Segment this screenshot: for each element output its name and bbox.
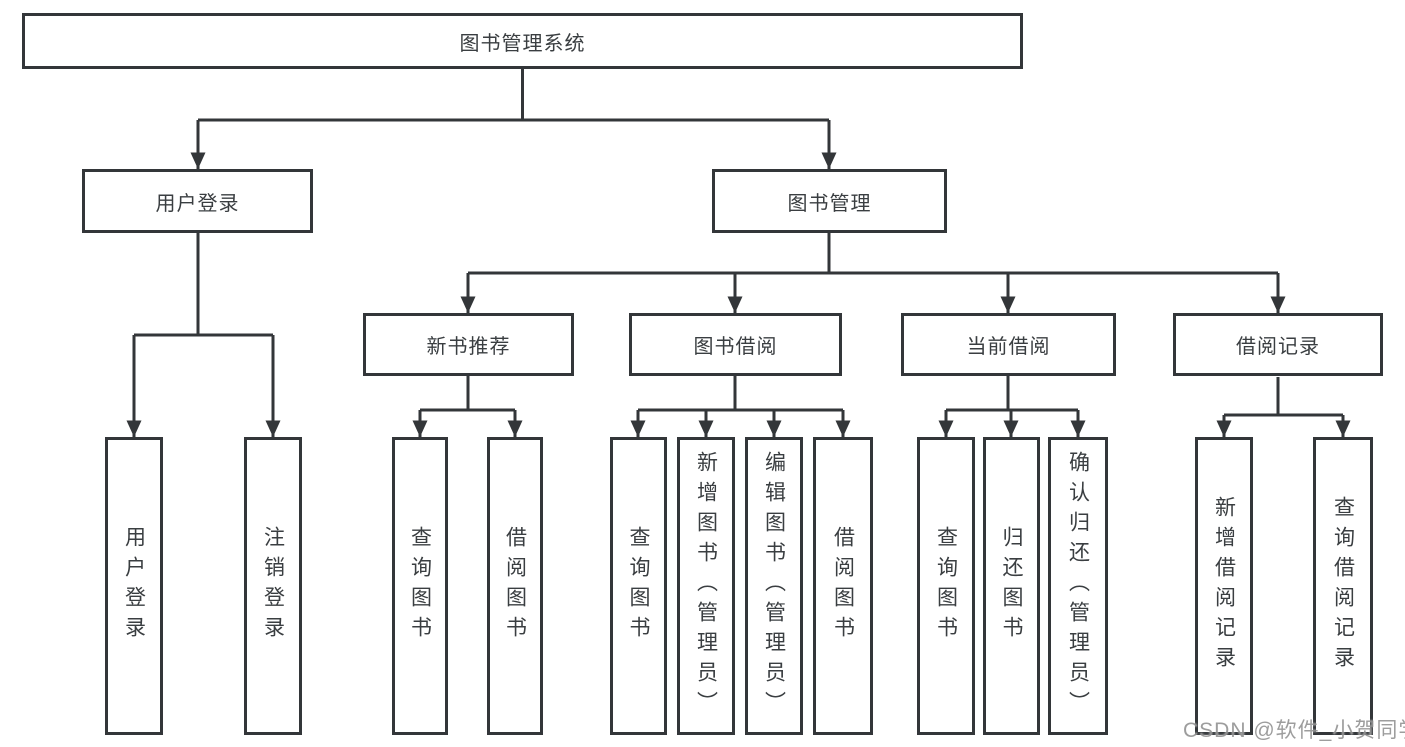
csdn-watermark: CSDN @软件_小贺同学	[1183, 719, 1405, 742]
node-book-borrow: 图书借阅	[629, 313, 842, 376]
leaf-borrow-query-books: 查询图书	[610, 437, 667, 735]
leaf-edit-books-admin-label: 编辑图书（管理员）	[762, 451, 786, 721]
leaf-borrow-query-books-label: 查询图书	[627, 526, 650, 646]
leaf-add-borrow-record-label: 新增借阅记录	[1212, 496, 1236, 676]
leaf-recommend-borrow-books: 借阅图书	[487, 437, 543, 735]
leaf-edit-books-admin: 编辑图书（管理员）	[745, 437, 803, 735]
leaf-user-login: 用户登录	[105, 437, 163, 735]
leaf-confirm-return-admin-label: 确认归还（管理员）	[1066, 451, 1090, 721]
leaf-recommend-query-books-label: 查询图书	[408, 526, 432, 646]
node-system-label: 图书管理系统	[459, 32, 586, 55]
leaf-confirm-return-admin: 确认归还（管理员）	[1048, 437, 1108, 735]
leaf-borrow-books-label: 借阅图书	[831, 526, 855, 646]
leaf-add-books-admin-label: 新增图书（管理员）	[694, 451, 718, 721]
leaf-current-query-books-label: 查询图书	[934, 526, 958, 646]
leaf-recommend-borrow-books-label: 借阅图书	[503, 526, 527, 646]
leaf-recommend-query-books: 查询图书	[392, 437, 448, 735]
leaf-return-books-label: 归还图书	[1000, 526, 1023, 646]
leaf-user-login-label: 用户登录	[122, 526, 146, 646]
node-system: 图书管理系统	[22, 13, 1023, 69]
node-current-borrow-label: 当前借阅	[966, 336, 1051, 358]
node-user-login: 用户登录	[82, 169, 313, 233]
leaf-current-query-books: 查询图书	[917, 437, 975, 735]
node-user-login-label: 用户登录	[155, 192, 240, 215]
leaf-query-borrow-record-label: 查询借阅记录	[1331, 496, 1355, 676]
leaf-query-borrow-record: 查询借阅记录	[1313, 437, 1373, 735]
node-current-borrow: 当前借阅	[901, 313, 1116, 376]
leaf-logout-label: 注销登录	[261, 526, 285, 646]
node-borrow-records-label: 借阅记录	[1236, 336, 1320, 358]
node-borrow-records: 借阅记录	[1173, 313, 1383, 376]
node-book-borrow-label: 图书借阅	[693, 336, 778, 358]
leaf-borrow-books: 借阅图书	[813, 437, 873, 735]
node-book-management-label: 图书管理	[787, 192, 872, 215]
node-new-book-recommend-label: 新书推荐	[426, 336, 511, 358]
node-book-management: 图书管理	[712, 169, 947, 233]
leaf-logout: 注销登录	[244, 437, 302, 735]
leaf-add-borrow-record: 新增借阅记录	[1195, 437, 1253, 735]
leaf-add-books-admin: 新增图书（管理员）	[677, 437, 735, 735]
leaf-return-books: 归还图书	[983, 437, 1040, 735]
node-new-book-recommend: 新书推荐	[363, 313, 574, 376]
